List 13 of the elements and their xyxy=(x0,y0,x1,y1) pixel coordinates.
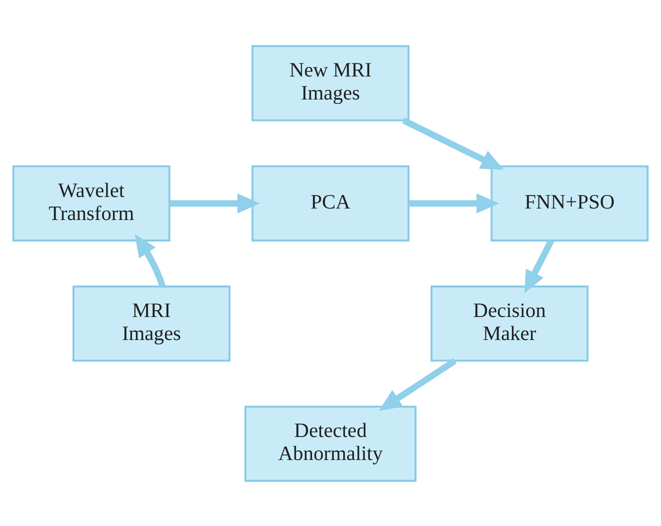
arrow xyxy=(134,233,166,287)
arrow xyxy=(402,117,504,170)
arrow xyxy=(524,238,554,293)
node-box: Wavelet Transform xyxy=(12,164,170,241)
node-box: PCA xyxy=(252,164,410,241)
node-box: Decision Maker xyxy=(430,285,588,362)
arrow xyxy=(408,192,500,213)
arrow xyxy=(378,358,457,410)
node-box: New MRI Images xyxy=(252,44,410,121)
node-box: FNN+PSO xyxy=(490,164,649,241)
arrow xyxy=(170,192,260,213)
node-box: Detected Abnormality xyxy=(244,405,416,482)
node-box: MRI Images xyxy=(72,285,230,362)
